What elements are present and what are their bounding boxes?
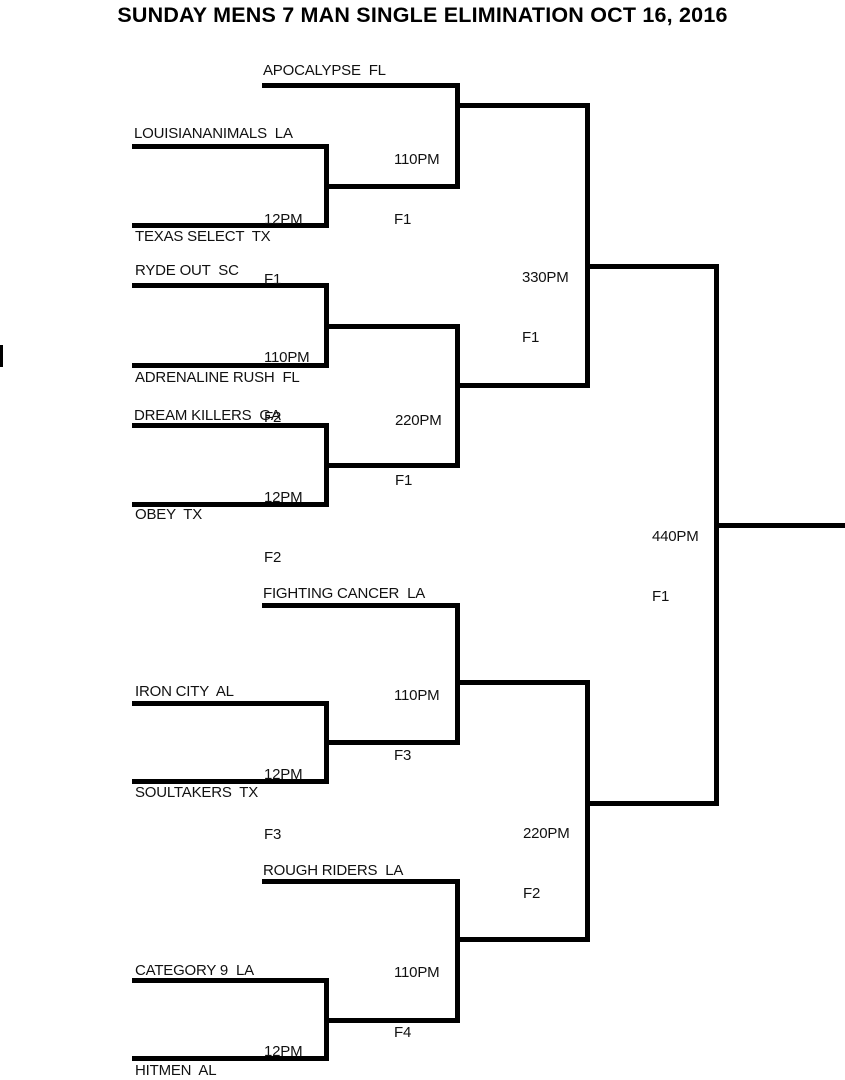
- team-label-obey: OBEY TX: [135, 506, 203, 523]
- winner-line-110pm-f1: [455, 103, 590, 108]
- game-field: F2: [264, 409, 282, 426]
- game-label-110pm-f1: 110PM F1: [394, 110, 440, 270]
- game-field: F1: [522, 329, 540, 346]
- game-field: F2: [523, 885, 541, 902]
- game-label-220pm-f2: 220PM F2: [523, 784, 570, 944]
- game-field: F1: [652, 588, 670, 605]
- bracket-line-ryde-out: [132, 283, 329, 288]
- bracket-vertical-110pm-f3: [455, 603, 460, 745]
- game-label-220pm-f1: 220PM F1: [395, 371, 442, 531]
- game-label-110pm-f4: 110PM F4: [394, 923, 440, 1080]
- game-time: 12PM: [264, 766, 303, 783]
- winner-line-220pm-f2: [585, 801, 719, 806]
- game-label-12pm-f1: 12PM F1: [264, 170, 303, 330]
- game-time: 12PM: [264, 489, 303, 506]
- team-label-louisiananimals: LOUISIANANIMALS LA: [134, 125, 293, 142]
- page-title: SUNDAY MENS 7 MAN SINGLE ELIMINATION OCT…: [117, 3, 728, 27]
- bracket-vertical-220pm-f2: [585, 680, 590, 942]
- game-time: 12PM: [264, 211, 303, 228]
- bracket-line-iron-city: [132, 701, 329, 706]
- team-label-fighting-cancer: FIGHTING CANCER LA: [263, 585, 426, 602]
- bracket-line-fighting-cancer: [262, 603, 460, 608]
- bracket-line-louisiananimals: [132, 144, 329, 149]
- team-label-category9: CATEGORY 9 LA: [135, 962, 254, 979]
- team-label-apocalypse: APOCALYPSE FL: [263, 62, 386, 79]
- winner-line-110pm-f2: [324, 324, 460, 329]
- game-time: 110PM: [394, 964, 440, 981]
- team-label-iron-city: IRON CITY AL: [135, 683, 234, 700]
- bracket-vertical-220pm-f1: [455, 324, 460, 468]
- bracket-vertical-110pm-f4: [455, 879, 460, 1022]
- bracket-line-adrenaline-rush: [132, 363, 329, 368]
- game-field: F3: [264, 826, 282, 843]
- team-label-soultakers: SOULTAKERS TX: [135, 784, 259, 801]
- bracket-line-rough-riders: [262, 879, 460, 884]
- winner-line-12pm-f1: [324, 184, 460, 189]
- winner-line-110pm-f3: [455, 680, 590, 685]
- winner-line-110pm-f4: [455, 937, 590, 942]
- winner-line-220pm-f1: [455, 383, 590, 388]
- winner-line-12pm-f2: [324, 463, 460, 468]
- bracket-line-hitmen: [132, 1056, 329, 1061]
- game-label-12pm-f3: 12PM F3: [264, 725, 303, 885]
- game-time: 220PM: [395, 412, 442, 429]
- winner-line-12pm-f4: [324, 1018, 460, 1023]
- game-label-110pm-f3: 110PM F3: [394, 646, 440, 806]
- bracket-vertical-440pm-f1: [714, 264, 719, 806]
- game-field: F3: [394, 747, 412, 764]
- game-field: F2: [264, 549, 282, 566]
- team-label-adrenaline-rush: ADRENALINE RUSH FL: [135, 369, 300, 386]
- team-label-texas-select: TEXAS SELECT TX: [135, 228, 271, 245]
- game-time: 110PM: [264, 349, 310, 366]
- game-label-440pm-f1: 440PM F1: [652, 487, 699, 647]
- game-field: F1: [264, 271, 282, 288]
- team-label-rough-riders: ROUGH RIDERS LA: [263, 862, 404, 879]
- bracket-line-obey: [132, 502, 329, 507]
- game-field: F1: [395, 472, 413, 489]
- team-label-hitmen: HITMEN AL: [135, 1062, 217, 1079]
- game-label-110pm-f2: 110PM F2: [264, 308, 310, 468]
- game-field: F1: [394, 211, 412, 228]
- team-label-ryde-out: RYDE OUT SC: [135, 262, 239, 279]
- winner-line-12pm-f3: [324, 740, 460, 745]
- bracket-line-texas-select: [132, 223, 329, 228]
- game-field: F4: [394, 1024, 412, 1041]
- bracket-line-apocalypse: [262, 83, 460, 88]
- bracket-line-dream-killers: [132, 423, 329, 428]
- game-time: 110PM: [394, 151, 440, 168]
- game-label-12pm-f2: 12PM F2: [264, 448, 303, 608]
- game-time: 330PM: [522, 269, 569, 286]
- team-label-dream-killers: DREAM KILLERS GA: [134, 407, 281, 424]
- game-time: 110PM: [394, 687, 440, 704]
- bracket-line-soultakers: [132, 779, 329, 784]
- game-time: 220PM: [523, 825, 570, 842]
- bracket-vertical-110pm-f1: [455, 83, 460, 189]
- game-time: 12PM: [264, 1043, 303, 1060]
- champion-line-440pm-f1: [714, 523, 845, 528]
- game-label-12pm-f4: 12PM F4: [264, 1002, 303, 1080]
- winner-line-330pm-f1: [585, 264, 719, 269]
- game-label-330pm-f1: 330PM F1: [522, 228, 569, 388]
- bracket-line-category9: [132, 978, 329, 983]
- game-time: 440PM: [652, 528, 699, 545]
- scan-artifact: [0, 345, 3, 367]
- bracket-vertical-330pm-f1: [585, 103, 590, 388]
